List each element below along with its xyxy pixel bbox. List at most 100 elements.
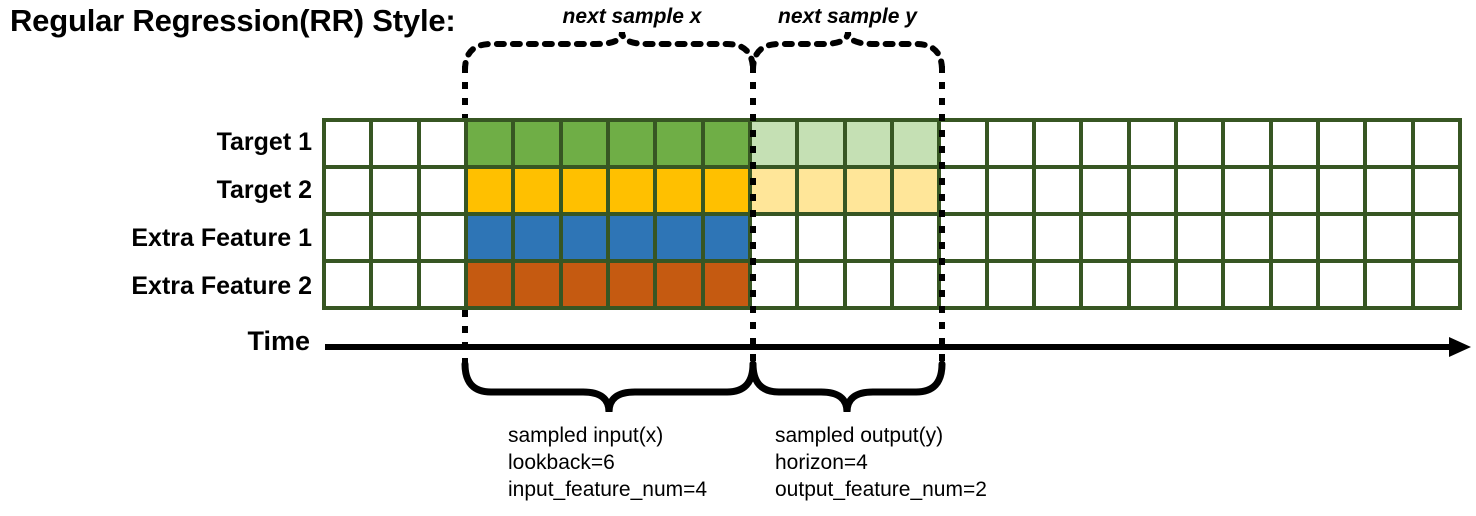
timeline-grid xyxy=(322,118,1462,310)
grid-cell-empty xyxy=(941,122,985,165)
grid-cell-empty xyxy=(1414,169,1458,212)
row-label-extra-feature-1: Extra Feature 1 xyxy=(131,224,312,252)
grid-cell-empty xyxy=(1177,216,1222,259)
grid-cell-empty xyxy=(1367,216,1411,259)
grid-cell-empty xyxy=(1272,216,1316,259)
grid-cell-input xyxy=(515,122,559,165)
grid-cell-output xyxy=(846,169,890,212)
grid-cell-empty xyxy=(893,216,938,259)
next-sample-y-label: next sample y xyxy=(778,5,917,28)
grid-cell-empty xyxy=(893,263,938,306)
grid-cell-input xyxy=(704,216,748,259)
grid-cell-empty xyxy=(751,263,796,306)
time-axis-label: Time xyxy=(247,326,310,356)
grid-cell-empty xyxy=(420,216,464,259)
grid-cell-input xyxy=(704,169,748,212)
grid-cell-input xyxy=(657,122,701,165)
grid-cell-empty xyxy=(1130,169,1174,212)
grid-cell-empty xyxy=(988,122,1032,165)
grid-cell-empty xyxy=(988,263,1032,306)
grid-cell-empty xyxy=(1130,216,1174,259)
grid-cell-empty xyxy=(1083,169,1127,212)
grid-cell-input xyxy=(562,216,606,259)
grid-cell-empty xyxy=(373,122,417,165)
grid-cell-empty xyxy=(941,169,985,212)
row-label-column: Target 1 Target 2 Extra Feature 1 Extra … xyxy=(0,118,312,310)
grid-cell-empty xyxy=(1319,122,1364,165)
grid-cell-empty xyxy=(1414,122,1458,165)
grid-cell-empty xyxy=(1177,169,1222,212)
grid-cell-output xyxy=(893,122,938,165)
grid-cell-empty xyxy=(1035,122,1080,165)
grid-cell-input xyxy=(609,122,654,165)
grid-cell-input xyxy=(609,263,654,306)
grid-cell-input xyxy=(704,122,748,165)
brace-next-sample-y xyxy=(750,31,945,73)
grid-row xyxy=(326,263,1458,306)
grid-cell-empty xyxy=(1319,216,1364,259)
grid-cell-output xyxy=(799,169,843,212)
grid-cell-input xyxy=(657,216,701,259)
grid-cell-empty xyxy=(1225,216,1269,259)
grid-cell-empty xyxy=(1225,169,1269,212)
grid-cell-empty xyxy=(373,216,417,259)
grid-cell-empty xyxy=(420,263,464,306)
grid-cell-empty xyxy=(1177,263,1222,306)
grid-cell-input xyxy=(609,216,654,259)
grid-cell-empty xyxy=(1319,263,1364,306)
grid-cell-empty xyxy=(326,263,370,306)
grid-cell-empty xyxy=(373,169,417,212)
grid-cell-empty xyxy=(1225,122,1269,165)
grid-cell-empty xyxy=(1367,122,1411,165)
grid-cell-input xyxy=(515,169,559,212)
grid-cell-empty xyxy=(1083,263,1127,306)
grid-cell-empty xyxy=(799,216,843,259)
grid-cell-empty xyxy=(1272,263,1316,306)
row-label-target-1: Target 1 xyxy=(216,128,312,156)
grid-cell-input xyxy=(467,122,512,165)
sampled-output-description: sampled output(y) horizon=4 output_featu… xyxy=(775,422,987,503)
grid-cell-empty xyxy=(1177,122,1222,165)
grid-cell-output xyxy=(751,122,796,165)
next-sample-x-label: next sample x xyxy=(562,5,702,28)
grid-cell-empty xyxy=(988,216,1032,259)
grid-cell-empty xyxy=(326,216,370,259)
grid-cell-input xyxy=(467,263,512,306)
grid-cell-empty xyxy=(1272,122,1316,165)
grid-cell-empty xyxy=(1367,169,1411,212)
sampled-output-horizon: horizon=4 xyxy=(775,451,868,474)
grid-cell-input xyxy=(562,263,606,306)
grid-cell-empty xyxy=(941,263,985,306)
grid-cell-input xyxy=(467,216,512,259)
grid-cell-input xyxy=(467,169,512,212)
grid-cell-empty xyxy=(1130,122,1174,165)
grid-cell-empty xyxy=(751,216,796,259)
grid-cell-empty xyxy=(846,216,890,259)
grid-cell-empty xyxy=(1272,169,1316,212)
sampled-input-lookback: lookback=6 xyxy=(508,451,615,474)
grid-cell-output xyxy=(799,122,843,165)
grid-row xyxy=(326,169,1458,212)
grid-cell-empty xyxy=(1083,122,1127,165)
grid-cell-empty xyxy=(326,169,370,212)
sampled-output-title: sampled output(y) xyxy=(775,424,944,447)
grid-cell-empty xyxy=(373,263,417,306)
grid-cell-empty xyxy=(1035,263,1080,306)
grid-cell-empty xyxy=(846,263,890,306)
grid-cell-empty xyxy=(420,169,464,212)
grid-cell-empty xyxy=(1367,263,1411,306)
grid-cell-empty xyxy=(941,216,985,259)
grid-cell-empty xyxy=(1225,263,1269,306)
brace-sampled-output xyxy=(749,360,946,413)
sampled-input-description: sampled input(x) lookback=6 input_featur… xyxy=(508,422,707,503)
grid-cell-input xyxy=(562,122,606,165)
grid-cell-input xyxy=(562,169,606,212)
row-label-extra-feature-2: Extra Feature 2 xyxy=(131,272,312,300)
grid-cell-empty xyxy=(326,122,370,165)
grid-cell-input xyxy=(657,263,701,306)
brace-next-sample-x xyxy=(462,31,756,73)
brace-sampled-input xyxy=(461,360,757,413)
grid-cell-empty xyxy=(1319,169,1364,212)
row-label-target-2: Target 2 xyxy=(216,176,312,204)
time-axis-arrow xyxy=(325,337,1471,357)
